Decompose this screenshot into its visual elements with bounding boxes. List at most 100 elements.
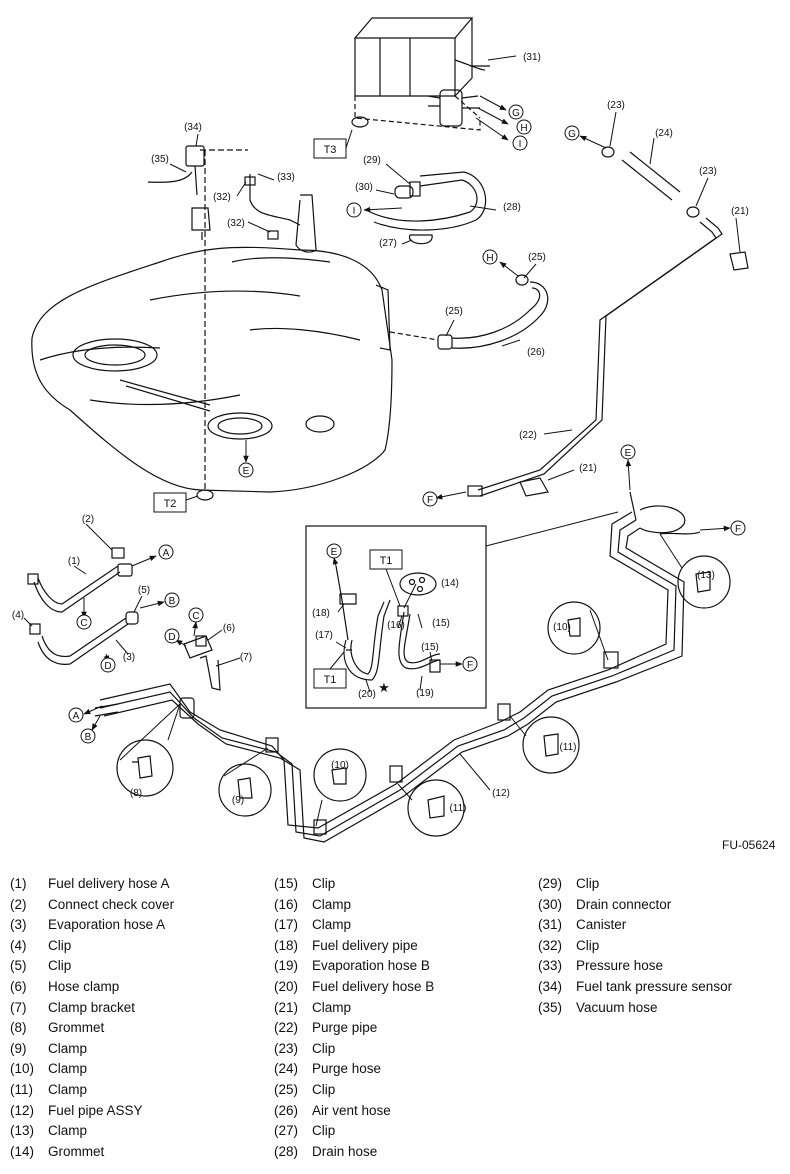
legend-number: (35) xyxy=(538,999,563,1015)
callout-34: (34) xyxy=(184,122,202,133)
legend-number: (13) xyxy=(10,1123,35,1139)
pipe-clamps xyxy=(179,651,619,835)
callout-19: (19) xyxy=(416,688,434,699)
callout-18: (18) xyxy=(312,608,330,619)
legend-number: (17) xyxy=(274,917,299,933)
callout-15: (15) xyxy=(421,642,439,653)
detail-circle-11a xyxy=(407,779,465,837)
legend-label: Hose clamp xyxy=(48,978,120,994)
legend-label: Drain hose xyxy=(312,1143,378,1159)
torque-tags xyxy=(153,129,403,689)
callout-10: (10) xyxy=(553,622,571,633)
letter-H: H xyxy=(486,253,493,264)
legend-label: Clip xyxy=(48,958,72,974)
canister-grommet xyxy=(351,116,369,128)
legend-label: Drain connector xyxy=(576,896,672,912)
legend-label: Clamp xyxy=(312,896,352,912)
legend-number: (7) xyxy=(10,999,27,1015)
drain-hose xyxy=(369,171,487,245)
letter-I: I xyxy=(519,139,522,150)
connection-markers xyxy=(68,104,746,744)
callout-22: (22) xyxy=(519,430,537,441)
legend-number: (22) xyxy=(274,1020,299,1036)
callout-23: (23) xyxy=(607,100,625,111)
callout-23: (23) xyxy=(699,166,717,177)
legend-label: Clamp xyxy=(48,1061,88,1077)
callout-4: (4) xyxy=(12,610,24,621)
torque-tag-T2: T2 xyxy=(164,498,177,510)
legend-number: (34) xyxy=(538,978,563,994)
callout-35: (35) xyxy=(151,154,169,165)
legend-number: (30) xyxy=(538,896,563,912)
legend-label: Clamp xyxy=(312,917,352,933)
fuel-system-diagram: G H I I H G F E E F A B C D C D A B E F … xyxy=(12,17,749,843)
legend-number: (33) xyxy=(538,958,563,974)
callout-3: (3) xyxy=(123,652,135,663)
legend-label: Clamp xyxy=(48,1081,88,1097)
legend-number: (8) xyxy=(10,1020,27,1036)
letter-A: A xyxy=(163,548,170,559)
letter-A: A xyxy=(73,711,80,722)
letter-B: B xyxy=(85,732,92,743)
letter-C: C xyxy=(192,611,199,622)
legend-label: Pressure hose xyxy=(576,958,664,974)
letter-G: G xyxy=(568,129,576,140)
legend-label: Air vent hose xyxy=(312,1102,391,1118)
legend-label: Clamp xyxy=(312,999,352,1015)
callout-1: (1) xyxy=(68,556,80,567)
callout-10: (10) xyxy=(331,760,349,771)
legend-number: (31) xyxy=(538,917,563,933)
legend-number: (14) xyxy=(10,1143,35,1159)
detail-circle-10b xyxy=(547,601,601,655)
callout-28: (28) xyxy=(503,202,521,213)
callout-25: (25) xyxy=(528,252,546,263)
legend-label: Clamp bracket xyxy=(48,999,136,1015)
legend-label: Clip xyxy=(312,1123,336,1139)
callout-32: (32) xyxy=(227,218,245,229)
fuel-pipe-assy xyxy=(99,491,701,843)
detail-circle-8 xyxy=(116,739,174,797)
torque-tag-T1: T1 xyxy=(324,674,337,686)
legend-label: Purge hose xyxy=(312,1061,382,1077)
legend-label: Clamp xyxy=(48,1123,88,1139)
legend-number: (1) xyxy=(10,876,27,891)
legend-label: Clip xyxy=(312,1081,336,1097)
purge-hose xyxy=(601,146,700,218)
callout-24: (24) xyxy=(655,128,673,139)
legend-number: (26) xyxy=(274,1102,299,1118)
legend-label: Grommet xyxy=(48,1143,105,1159)
fuel-delivery-hose-a xyxy=(27,547,133,613)
letter-D: D xyxy=(104,661,111,672)
fuel-tank xyxy=(31,246,393,493)
air-vent-hose xyxy=(389,274,549,350)
leader-lines xyxy=(23,55,741,791)
legend-label: Purge pipe xyxy=(312,1020,378,1036)
letter-H: H xyxy=(520,123,527,134)
legend-number: (12) xyxy=(10,1102,35,1118)
legend-label: Canister xyxy=(576,917,627,933)
letter-G: G xyxy=(512,108,520,119)
callout-13: (13) xyxy=(697,570,715,581)
legend-number: (20) xyxy=(274,978,299,994)
legend-label: Fuel delivery hose B xyxy=(312,978,435,994)
legend-label: Connect check cover xyxy=(48,896,175,912)
callout-21: (21) xyxy=(731,206,749,217)
legend-label: Clip xyxy=(48,937,72,953)
legend-label: Grommet xyxy=(48,1020,105,1036)
callout-33: (33) xyxy=(277,172,295,183)
letter-B: B xyxy=(169,596,176,607)
legend-number: (29) xyxy=(538,876,563,891)
detail-circle-9 xyxy=(218,763,272,817)
evaporation-hose-a xyxy=(29,611,139,665)
canister xyxy=(353,17,490,131)
legend-number: (5) xyxy=(10,958,27,974)
legend-label: Fuel pipe ASSY xyxy=(48,1102,143,1118)
legend-label: Fuel delivery hose A xyxy=(48,876,170,891)
letter-E: E xyxy=(331,547,338,558)
callout-29: (29) xyxy=(363,155,381,166)
letter-D: D xyxy=(168,632,175,643)
callout-9: (9) xyxy=(232,795,244,806)
fuel-tank-pressure-sensor xyxy=(147,145,317,490)
legend-label: Evaporation hose A xyxy=(48,917,166,933)
tank-grommet xyxy=(196,489,214,501)
